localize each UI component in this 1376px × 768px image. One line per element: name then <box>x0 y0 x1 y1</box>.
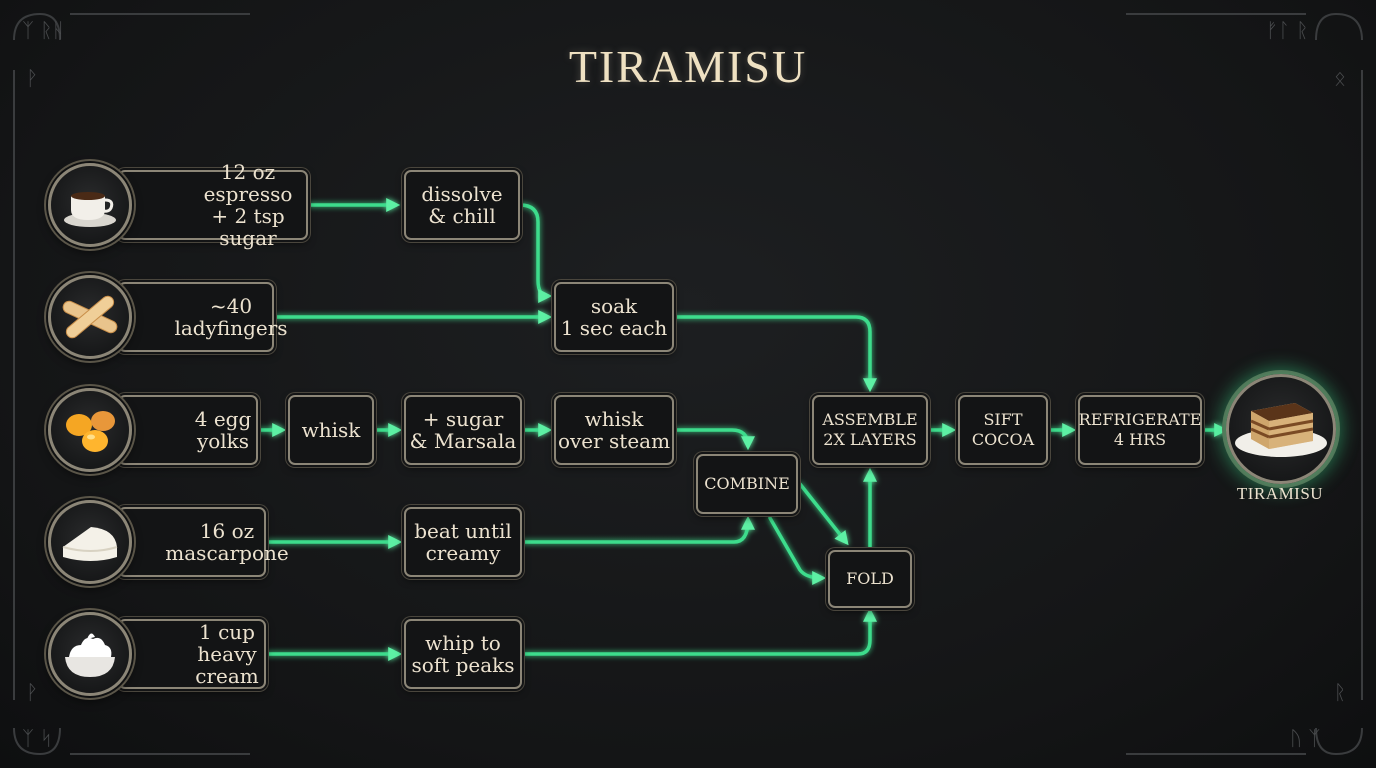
step-sift-cocoa: SIFT COCOA <box>958 395 1048 465</box>
ingredient-ladyfingers: ~40 ladyfingers <box>118 282 288 352</box>
arrow-combine-fold-a <box>798 482 849 546</box>
step-whisk-over-steam: whisk over steam <box>554 395 674 465</box>
rune-bottom-left: ᚹ <box>26 680 38 704</box>
ingredient-egg-yolks: 4 egg yolks <box>118 395 258 465</box>
ingredient-espresso: 12 oz espresso + 2 tsp sugar <box>118 161 308 249</box>
ladyfinger-icon <box>48 275 132 359</box>
step-refrigerate: REFRIGERATE 4 HRS <box>1078 395 1202 465</box>
espresso-cup-icon <box>48 163 132 247</box>
rune-top-right: ᚠᛚ ᚱ <box>1266 18 1309 42</box>
arrow-dissolve-soak <box>518 203 553 303</box>
egg-yolk-icon <box>48 388 132 472</box>
step-sugar-marsala: + sugar & Marsala <box>404 395 522 465</box>
step-whip-soft-peaks: whip to soft peaks <box>404 619 522 689</box>
rune-top-left: ᛉ ᚱᚺ <box>22 18 65 42</box>
arrow-soak-assemble <box>672 315 877 393</box>
step-soak: soak 1 sec each <box>554 282 674 352</box>
arrow-beat-combine <box>520 515 755 544</box>
rune-bottom-left-2: ᛉ ᛋ <box>22 726 53 750</box>
ingredient-mascarpone: 16 oz mascarpone <box>118 507 289 577</box>
ingredient-heavy-cream: 1 cup heavy cream <box>118 619 266 689</box>
step-combine: COMBINE <box>696 454 798 514</box>
step-fold: FOLD <box>828 550 912 608</box>
tiramisu-slice-icon <box>1226 374 1336 484</box>
final-dish-label: TIRAMISU <box>1236 484 1324 503</box>
arrow-whip-fold <box>520 607 877 656</box>
rune-bottom-right: ᚱ <box>1334 680 1346 704</box>
step-assemble-layers: ASSEMBLE 2X LAYERS <box>812 395 928 465</box>
step-beat-until-creamy: beat until creamy <box>404 507 522 577</box>
arrow-combine-fold-b <box>768 516 827 585</box>
step-whisk: whisk <box>288 395 374 465</box>
rune-bottom-right-2: ᚢ ᛉ <box>1290 726 1321 750</box>
mascarpone-cheese-icon <box>48 500 132 584</box>
rune-top-right-2: ᛟ <box>1334 66 1346 90</box>
whipped-cream-icon <box>48 612 132 696</box>
page-title: TIRAMISU <box>568 41 808 92</box>
step-dissolve-chill: dissolve & chill <box>404 170 520 240</box>
rune-top-left-2: ᚹ <box>26 66 38 90</box>
arrow-steam-combine <box>672 428 755 451</box>
